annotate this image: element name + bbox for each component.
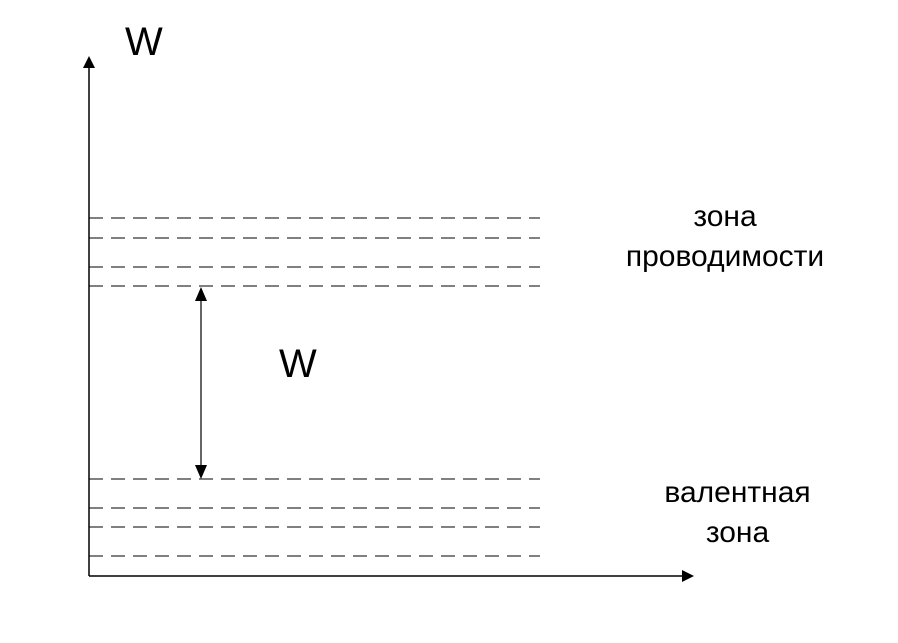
- conduction-zone-label-line2: проводимости: [625, 240, 825, 273]
- y-axis-label: W: [125, 20, 163, 64]
- conduction-band-levels: [89, 217, 540, 287]
- valence-band-levels: [89, 478, 540, 557]
- valence-zone-label-line1: валентная: [664, 476, 811, 509]
- valence-zone-label-line2: зона: [705, 516, 770, 549]
- conduction-zone-label: зона проводимости: [600, 197, 850, 277]
- conduction-zone-label-line1: зона: [693, 200, 757, 233]
- band-gap-arrow-head-top: [195, 287, 207, 301]
- valence-zone-label: валентная зона: [630, 473, 845, 553]
- band-gap-label: W: [279, 342, 317, 386]
- band-gap-arrow-head-bottom: [195, 465, 207, 479]
